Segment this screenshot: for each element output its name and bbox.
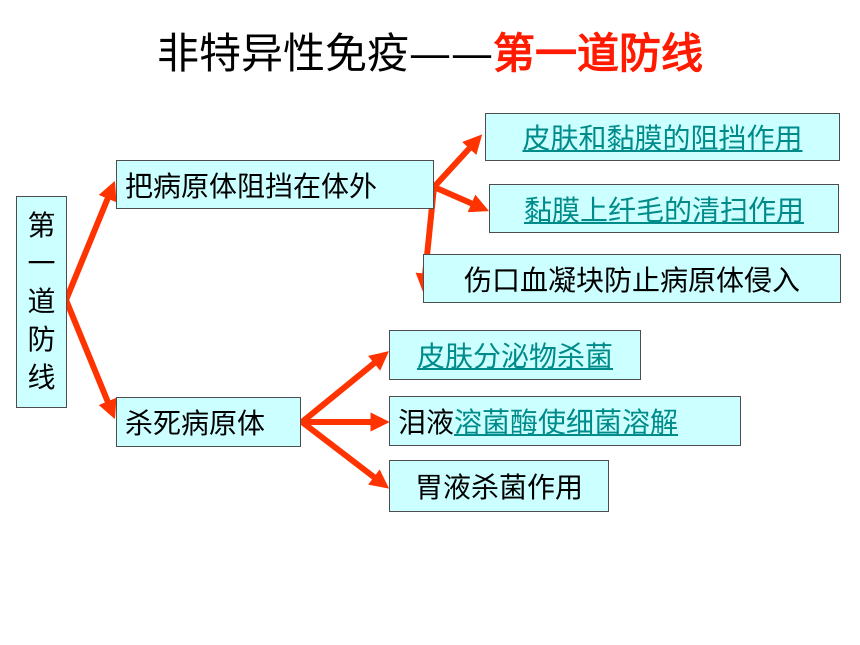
arrow-branch1-to-item2	[431, 184, 490, 213]
arrow-branch2-to-item1	[299, 351, 389, 425]
arrow-root-to-branch2	[63, 297, 117, 420]
branch2-item-3-text: 胃液杀菌作用	[414, 471, 583, 504]
branch1-item-3: 伤口血凝块防止病原体侵入	[423, 254, 841, 303]
branch2-item-2-prefix: 泪液	[398, 406, 455, 439]
arrow-branch2-to-item3	[299, 419, 390, 489]
branch2-item-2[interactable]: 泪液溶菌酶使细菌溶解	[389, 396, 741, 446]
root-node: 第 一 道 防 线	[16, 196, 67, 408]
branch2-item-1-link[interactable]: 皮肤分泌物杀菌	[416, 340, 613, 373]
branch1-item-3-text: 伤口血凝块防止病原体侵入	[463, 263, 800, 297]
arrow-root-to-branch1	[63, 180, 117, 303]
branch2-item-2-link[interactable]: 溶菌酶使细菌溶解	[454, 406, 679, 439]
root-char: 防	[27, 323, 56, 356]
branch1-item-1-link[interactable]: 皮肤和黏膜的阻挡作用	[522, 122, 803, 155]
arrow-branch1-to-item1	[431, 134, 483, 190]
branch1-item-2-link[interactable]: 黏膜上纤毛的清扫作用	[523, 193, 804, 227]
root-char: 一	[27, 247, 56, 280]
branch1-label: 把病原体阻挡在体外	[125, 169, 378, 203]
slide-title: 非特异性免疫——第一道防线	[0, 24, 860, 84]
branch2-item-1[interactable]: 皮肤分泌物杀菌	[389, 330, 641, 380]
branch2-node: 杀死病原体	[116, 397, 301, 447]
root-char: 第	[27, 209, 56, 242]
title-highlight: 第一道防线	[493, 29, 704, 78]
branch2-label: 杀死病原体	[125, 407, 266, 440]
root-char: 道	[27, 285, 56, 318]
root-char: 线	[27, 361, 56, 394]
branch1-item-1[interactable]: 皮肤和黏膜的阻挡作用	[485, 113, 840, 161]
title-prefix: 非特异性免疫——	[156, 29, 493, 78]
branch2-item-3: 胃液杀菌作用	[389, 460, 609, 512]
branch1-item-2[interactable]: 黏膜上纤毛的清扫作用	[489, 184, 839, 233]
branch1-node: 把病原体阻挡在体外	[116, 160, 434, 209]
